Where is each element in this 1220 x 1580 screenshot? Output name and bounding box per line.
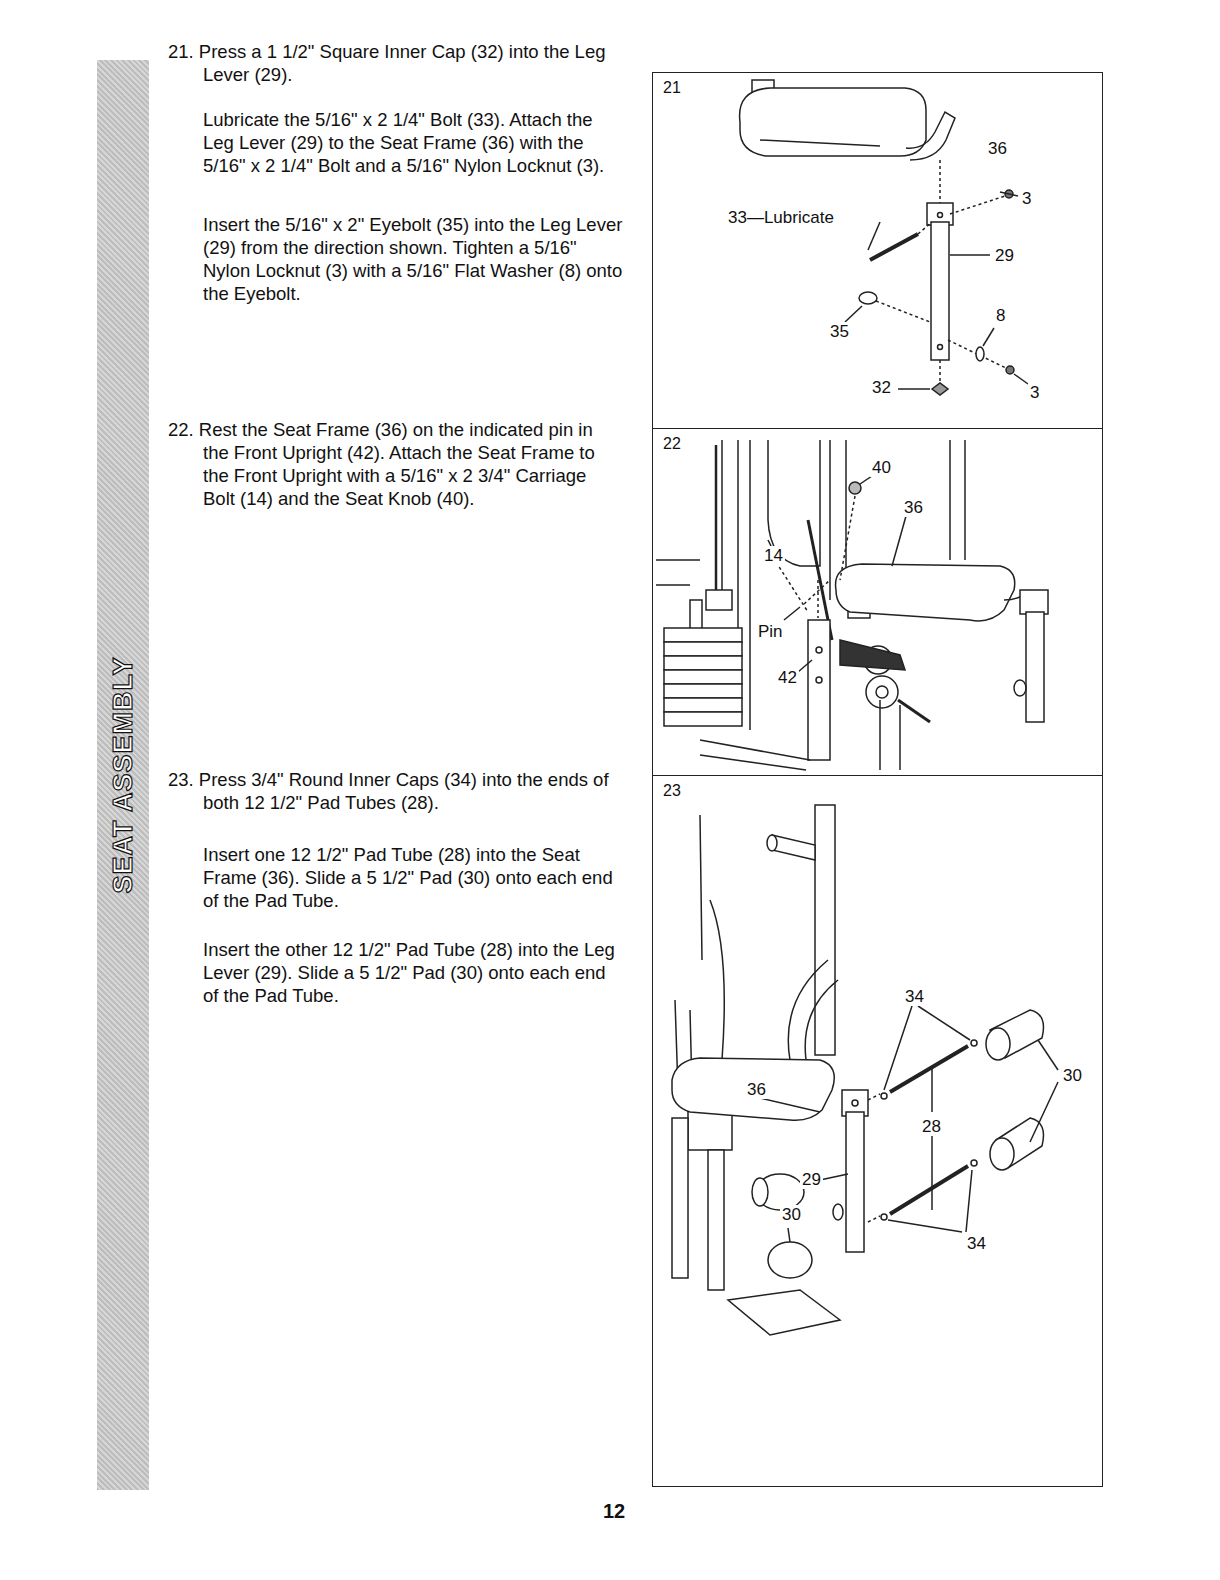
step-number: 23 <box>663 782 681 800</box>
callout-number: 36 <box>902 498 925 517</box>
callout-number: Pin <box>756 622 785 641</box>
instruction-text: 22. Rest the Seat Frame (36) on the indi… <box>168 418 623 510</box>
callout-number: 3 <box>1028 383 1041 402</box>
instruction-text: 23. Press 3/4" Round Inner Caps (34) int… <box>168 768 623 814</box>
callout-number: 33—Lubricate <box>726 208 836 227</box>
section-title: SEAT ASSEMBLY <box>108 656 139 893</box>
callout-number: 14 <box>762 546 785 565</box>
instruction-text: Insert one 12 1/2" Pad Tube (28) into th… <box>203 843 623 912</box>
step-number: 22 <box>663 435 681 453</box>
instruction-text: Insert the 5/16" x 2" Eyebolt (35) into … <box>203 213 623 305</box>
callout-number: 28 <box>920 1117 943 1136</box>
callout-number: 30 <box>1061 1066 1084 1085</box>
callout-number: 29 <box>800 1170 823 1189</box>
instruction-text: 21. Press a 1 1/2" Square Inner Cap (32)… <box>168 40 623 86</box>
step-panel: 23 <box>652 775 1103 1487</box>
callout-number: 30 <box>780 1205 803 1224</box>
instruction-text: Insert the other 12 1/2" Pad Tube (28) i… <box>203 938 623 1007</box>
callout-number: 34 <box>903 987 926 1006</box>
callout-number: 36 <box>986 139 1009 158</box>
page-number: 12 <box>603 1500 625 1523</box>
step-22-figure <box>656 440 1048 770</box>
callout-number: 42 <box>776 668 799 687</box>
callout-number: 3 <box>1020 189 1033 208</box>
step-number: 21 <box>663 79 681 97</box>
callout-number: 32 <box>870 378 893 397</box>
callout-number: 34 <box>965 1234 988 1253</box>
instruction-text: Lubricate the 5/16" x 2 1/4" Bolt (33). … <box>203 108 623 177</box>
section-band: SEAT ASSEMBLY <box>97 60 149 1490</box>
callout-number: 36 <box>745 1080 768 1099</box>
callout-number: 40 <box>870 458 893 477</box>
step-21-figure <box>740 80 1028 395</box>
callout-number: 29 <box>993 246 1016 265</box>
callout-number: 35 <box>828 322 851 341</box>
step-panel: 22 <box>652 428 1103 776</box>
step-23-figure <box>672 805 1058 1335</box>
step-panel: 21 <box>652 72 1103 429</box>
callout-number: 8 <box>994 306 1007 325</box>
